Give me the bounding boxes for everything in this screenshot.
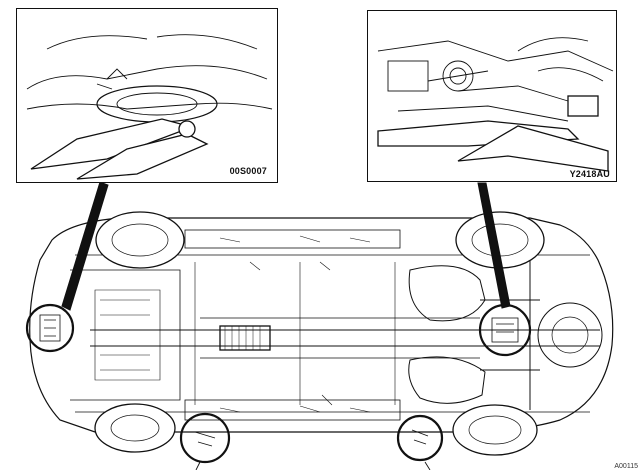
- inset-rear-lift-point: Y2418AU: [367, 10, 617, 182]
- inset-front-drawing: [26, 34, 273, 180]
- inset-right-code: Y2418AU: [569, 169, 610, 179]
- lift-point-front-side-circle: [179, 412, 231, 464]
- lift-point-rear-side-circle: [396, 414, 444, 462]
- inset-rear-drawing: [377, 37, 614, 172]
- corner-reference: A00115: [614, 463, 638, 470]
- inset-front-lift-point: 00S0007: [16, 8, 278, 183]
- inset-left-code: 00S0007: [229, 166, 267, 176]
- lift-point-front-circle: [25, 303, 75, 353]
